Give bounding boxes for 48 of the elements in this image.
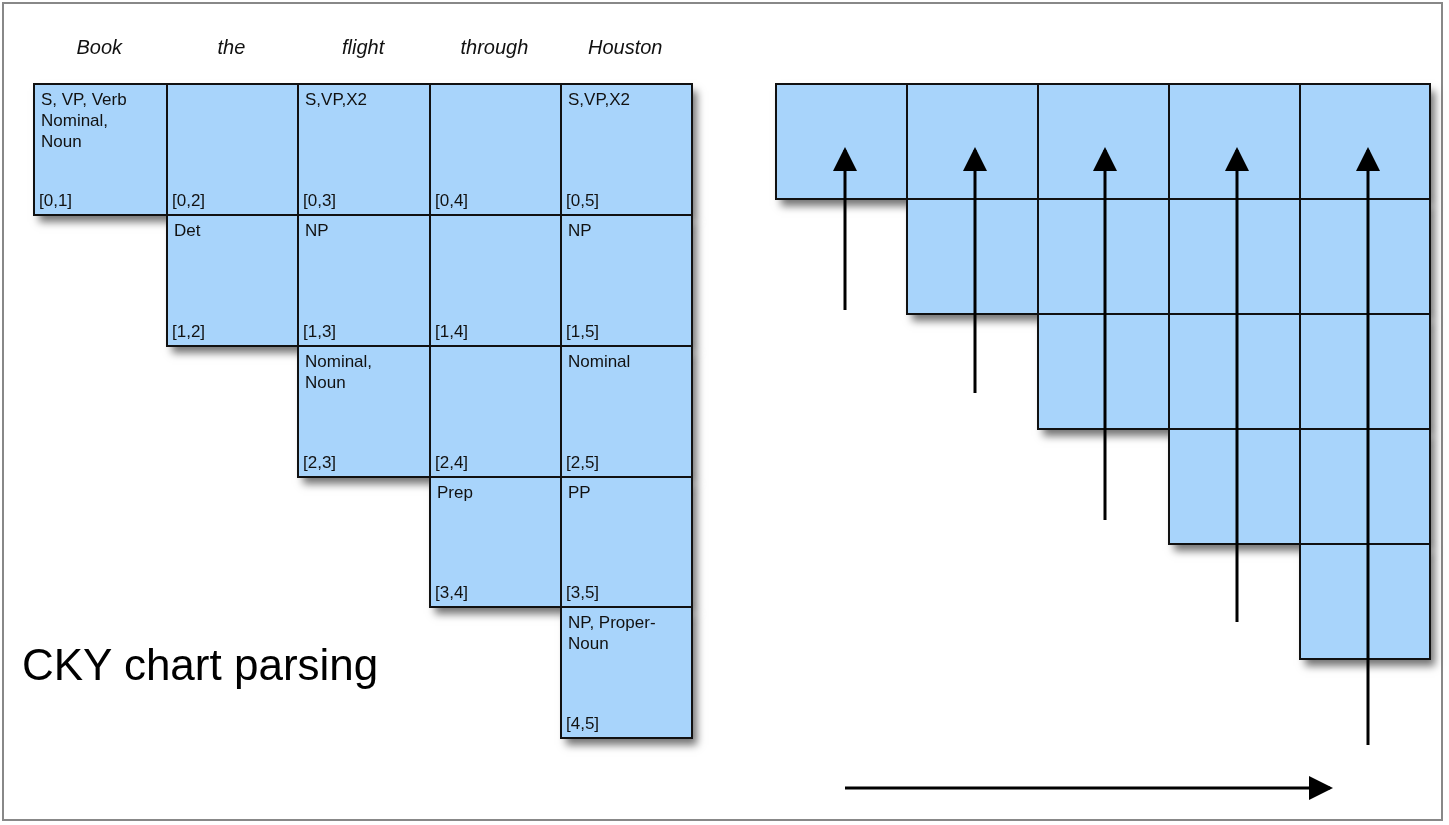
span-index: [4,5]: [566, 714, 600, 734]
chart-cell: [560, 83, 693, 216]
span-index: [0,1]: [39, 191, 73, 211]
constituent-labels: S,VP,X2: [305, 89, 369, 110]
input-word: Houston: [588, 36, 663, 59]
chart-cell: [166, 83, 299, 216]
span-index: [3,5]: [566, 583, 600, 603]
chart-cell: [297, 345, 431, 478]
span-index: [1,2]: [172, 322, 206, 342]
constituent-labels: S, VP, Verb Nominal, Noun: [41, 89, 128, 152]
chart-cell: [560, 606, 693, 739]
span-index: [0,3]: [303, 191, 337, 211]
span-index: [1,4]: [435, 322, 469, 342]
chart-cell: [166, 214, 299, 347]
input-word: flight: [342, 36, 385, 59]
title: CKY chart parsing: [22, 640, 379, 690]
span-index: [3,4]: [435, 583, 469, 603]
input-word: Book: [76, 36, 123, 59]
chart-cell: [297, 83, 431, 216]
constituent-labels: Prep: [437, 482, 474, 503]
span-index: [2,3]: [303, 453, 337, 473]
span-index: [1,5]: [566, 322, 600, 342]
span-index: [2,5]: [566, 453, 600, 473]
constituent-labels: S,VP,X2: [568, 89, 632, 110]
constituent-labels: NP: [305, 220, 330, 241]
constituent-labels: NP, Proper- Noun: [568, 612, 657, 654]
span-index: [0,5]: [566, 191, 600, 211]
constituent-labels: PP: [568, 482, 592, 503]
chart-cell: [560, 476, 693, 608]
constituent-labels: Det: [174, 220, 202, 241]
empty-chart-cell: [1299, 543, 1431, 660]
chart-cell: [429, 214, 562, 347]
chart-cell: [33, 83, 168, 216]
input-word: through: [460, 36, 529, 59]
constituent-labels: Nominal, Noun: [305, 351, 374, 393]
constituent-labels: NP: [568, 220, 593, 241]
span-index: [0,2]: [172, 191, 206, 211]
span-index: [2,4]: [435, 453, 469, 473]
span-index: [0,4]: [435, 191, 469, 211]
chart-cell: [297, 214, 431, 347]
span-index: [1,3]: [303, 322, 337, 342]
chart-cell: [429, 476, 562, 608]
chart-cell: [560, 214, 693, 347]
input-word: the: [217, 36, 246, 59]
chart-cell: [429, 83, 562, 216]
chart-cell: [429, 345, 562, 478]
constituent-labels: Nominal: [568, 351, 632, 372]
chart-cell: [560, 345, 693, 478]
